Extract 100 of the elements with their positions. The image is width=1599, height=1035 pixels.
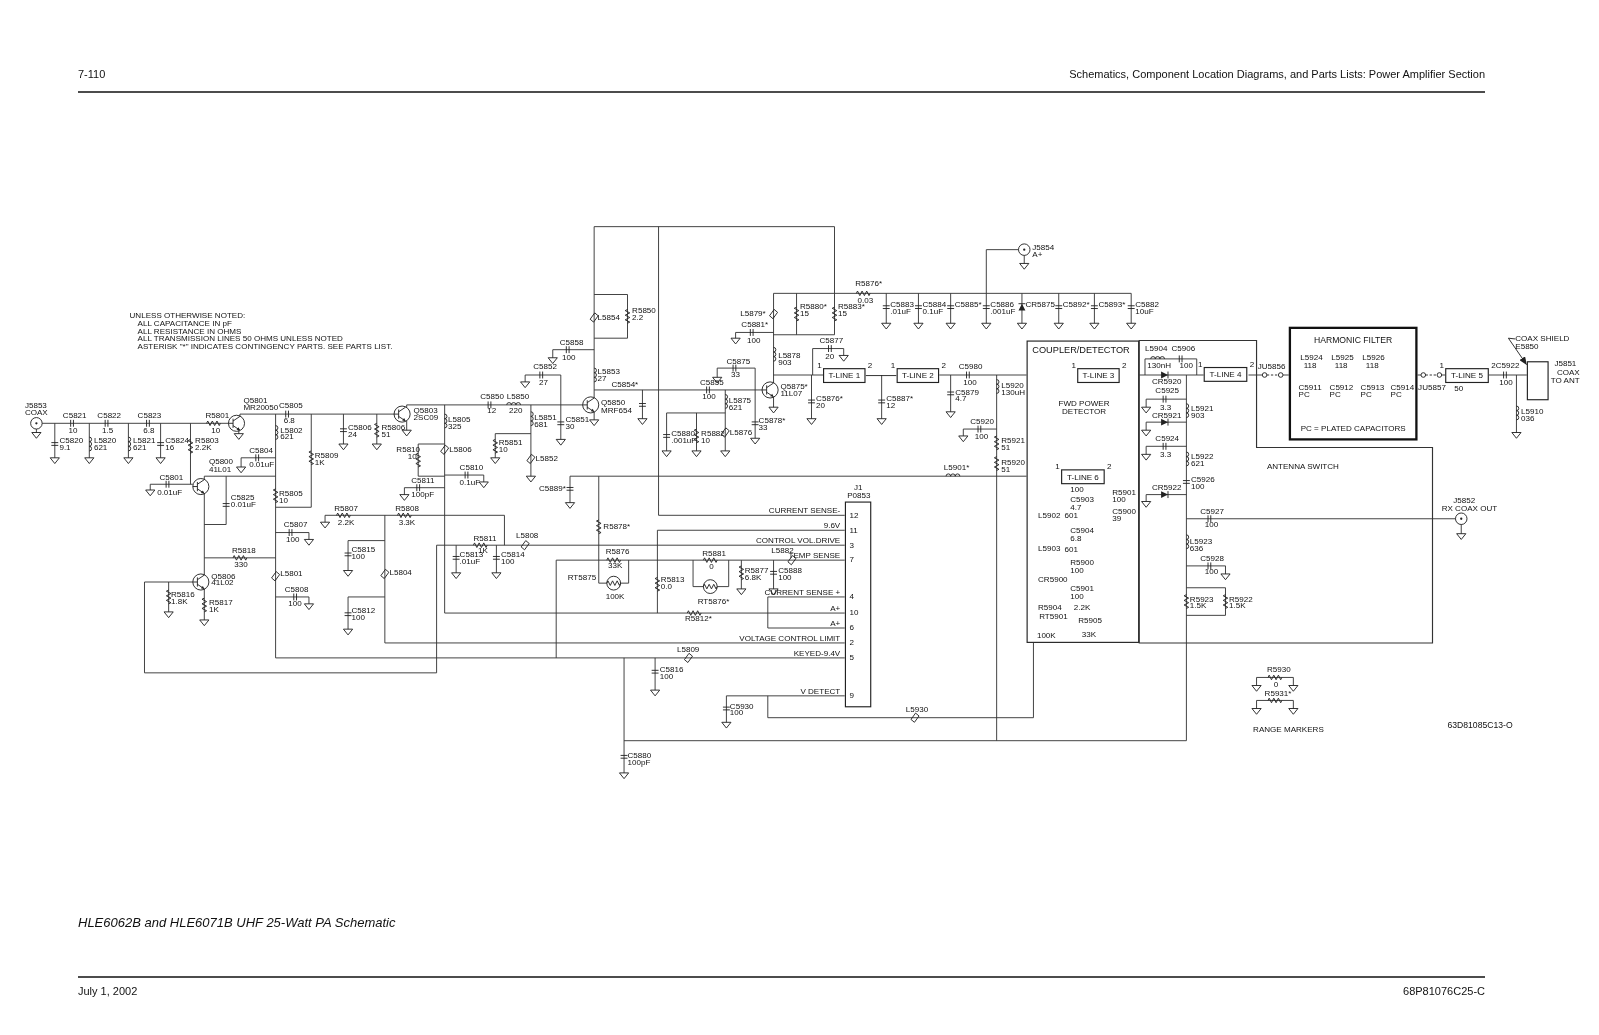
block-title: COUPLER/DETECTOR	[1032, 346, 1130, 355]
pin-number: 11	[849, 526, 858, 534]
part-label: A+	[1032, 250, 1043, 258]
shield-outline	[1526, 361, 1549, 401]
part-label: 100pF	[627, 759, 651, 766]
part-label: 100	[561, 354, 576, 362]
callout-label: COAX SHIELD	[1515, 333, 1570, 342]
part-label: 16	[165, 444, 175, 451]
part-label: L5924	[1300, 354, 1323, 362]
part-label: PC	[1390, 391, 1402, 398]
part-label: C5906	[1171, 345, 1196, 352]
part-label: 100K	[605, 593, 625, 601]
part-label: 100	[285, 536, 300, 543]
part-label: 130nH	[1147, 362, 1172, 370]
part-label: 100	[1204, 521, 1219, 528]
pin-number: 4	[849, 593, 854, 601]
part-label: RANGE MARKERS	[1253, 725, 1324, 733]
part-label: L5876	[729, 429, 753, 436]
part-label: MRF654	[601, 407, 632, 415]
part-label: R5811	[473, 534, 497, 542]
part-label: 20	[825, 353, 835, 361]
part-label: 621	[93, 444, 108, 451]
part-label: 10uF	[1135, 308, 1154, 316]
part-label: Q5800	[208, 457, 234, 465]
part-label: L5809	[676, 646, 700, 654]
part-label: C5920	[970, 418, 994, 426]
part-label: 903	[778, 358, 792, 366]
part-label: 100	[351, 614, 365, 622]
part-label: C5875	[726, 357, 751, 365]
pin-number: 7	[849, 556, 854, 564]
part-label: C5852	[533, 363, 557, 371]
part-label: C5889*	[538, 485, 566, 493]
part-label: C5924	[1155, 434, 1180, 442]
part-label: C5886	[990, 301, 1015, 309]
part-label: R5880*	[800, 303, 827, 311]
pin-number: 2	[1122, 361, 1127, 370]
part-label: R5817	[208, 599, 233, 607]
part-label: C5815	[351, 546, 376, 554]
part-label: L5852	[535, 455, 558, 463]
pin-number: 2	[849, 639, 854, 647]
part-label: R5877	[744, 567, 769, 574]
part-label: 100	[1204, 568, 1219, 576]
part-label: 3.3K	[398, 518, 416, 526]
pin-number: 1	[1055, 462, 1060, 471]
part-label: 100	[778, 573, 792, 581]
part-label: 621	[133, 444, 147, 451]
part-label: 27	[538, 379, 548, 387]
part-label: 325	[448, 423, 462, 431]
part-label: 51	[381, 431, 391, 439]
part-label: R5876	[605, 548, 630, 556]
part-label: C5855	[699, 379, 724, 387]
part-label: 100	[351, 553, 365, 561]
pin-number: 2	[1107, 462, 1112, 471]
part-label: R5905	[1078, 617, 1103, 625]
part-label: C5808	[284, 586, 309, 594]
part-label: L5902	[1038, 511, 1061, 519]
part-label: C5801	[159, 473, 184, 481]
pin-number: 1	[1197, 360, 1203, 369]
part-label: 15	[800, 310, 809, 318]
part-label: C5821	[62, 411, 87, 419]
part-label: C5824	[165, 437, 189, 444]
pin-number: 9	[849, 692, 854, 700]
part-label: 10	[279, 496, 288, 504]
part-label: C5903	[1070, 495, 1094, 503]
part-label: RT5875	[567, 573, 597, 581]
part-label: R5878*	[603, 523, 631, 531]
block-label: T-LINE 4	[1208, 370, 1243, 379]
part-label: R5809	[314, 452, 339, 459]
part-label: J5854	[1032, 243, 1055, 251]
part-label: C5823	[137, 411, 162, 419]
part-label: 20	[816, 402, 826, 410]
part-label: R5881	[702, 549, 726, 557]
note-text: ASTERISK "*" INDICATES CONTINGENCY PARTS. SEE PARTS LIST.	[137, 342, 393, 350]
part-label: 15	[837, 310, 847, 318]
coupler-block	[1026, 340, 1140, 643]
part-label: 100	[974, 433, 989, 441]
part-label: L5904	[1145, 345, 1168, 352]
part-label: 100	[747, 337, 761, 344]
page-header: Schematics, Component Location Diagrams, and Parts Lists: Power Amplifier Section	[1069, 67, 1485, 81]
part-label: L5850	[506, 393, 530, 401]
part-label: RX COAX OUT	[1441, 504, 1498, 512]
part-label: R5803	[195, 437, 219, 444]
part-label: 3.3	[1159, 403, 1172, 411]
part-label: .001uF	[671, 437, 697, 444]
part-label: R5920	[1001, 458, 1025, 466]
part-label: L5854	[597, 314, 620, 321]
part-label: R5904	[1038, 603, 1062, 611]
part-label: C5927	[1200, 508, 1224, 516]
part-label: 118	[1334, 362, 1348, 370]
part-label: PC	[1360, 391, 1372, 398]
part-label: JU5856	[1257, 363, 1286, 371]
part-label: 0.0	[660, 583, 673, 591]
part-label: 1K	[208, 606, 219, 614]
part-label: 2.2K	[337, 518, 355, 526]
part-label: CR5875	[1025, 301, 1055, 309]
part-label: 0.1uF	[922, 308, 944, 316]
part-label: C5812	[351, 607, 376, 615]
part-label: C5876*	[816, 395, 843, 403]
note-text: UNLESS OTHERWISE NOTED:	[129, 311, 246, 319]
part-label: R5818	[231, 547, 256, 555]
